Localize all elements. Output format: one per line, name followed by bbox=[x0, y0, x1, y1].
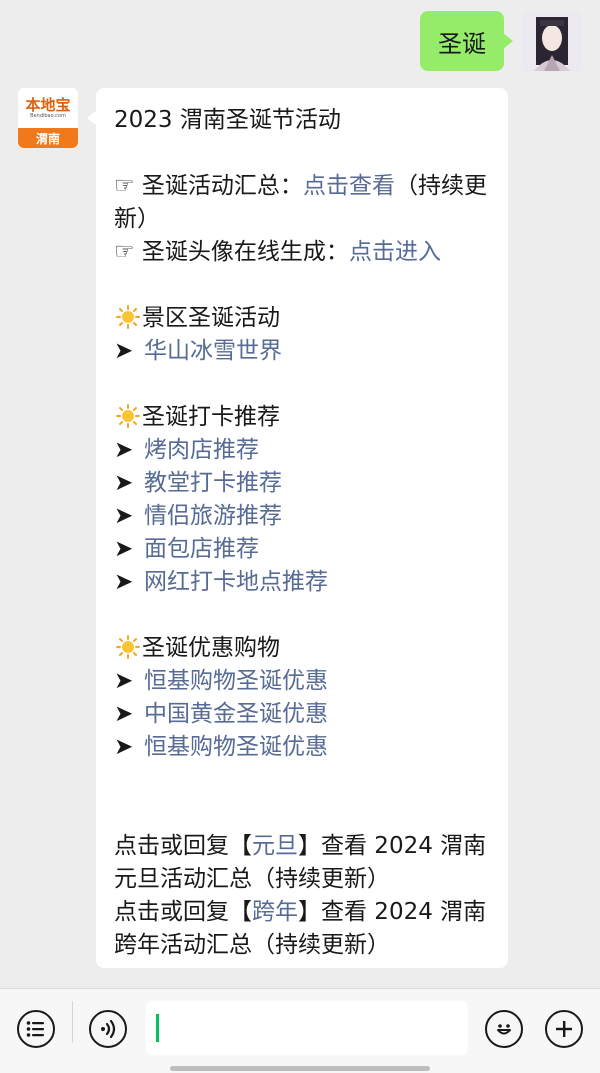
section-heading: 圣诞优惠购物 bbox=[114, 632, 488, 665]
list-item: ➤ 网红打卡地点推荐 bbox=[114, 566, 488, 599]
section-heading: 圣诞打卡推荐 bbox=[114, 401, 488, 434]
arrow-icon: ➤ bbox=[114, 338, 134, 364]
logo-domain: Bendibao.com bbox=[30, 112, 66, 119]
section3-list: ➤ 恒基购物圣诞优惠 ➤ 中国黄金圣诞优惠 ➤ 恒基购物圣诞优惠 bbox=[114, 665, 488, 764]
emoji-button[interactable] bbox=[485, 1010, 523, 1048]
bar-divider bbox=[72, 1001, 73, 1043]
list-item: ➤ 恒基购物圣诞优惠 bbox=[114, 665, 488, 698]
reply-newyear-line: 点击或回复【元旦】查看 2024 渭南元旦活动汇总（持续更新） bbox=[114, 830, 488, 896]
arrow-icon: ➤ bbox=[114, 470, 134, 496]
sun-icon bbox=[116, 635, 140, 659]
list-item: ➤ 华山冰雪世界 bbox=[114, 335, 488, 368]
message-title: 2023 渭南圣诞节活动 bbox=[114, 107, 341, 133]
section2-list: ➤ 烤肉店推荐 ➤ 教堂打卡推荐 ➤ 情侣旅游推荐 ➤ 面包店推荐 ➤ 网红打卡地点推荐 bbox=[114, 434, 488, 599]
bendibao-avatar[interactable]: 本地宝 Bendibao.com 渭南 bbox=[18, 88, 78, 148]
arrow-icon: ➤ bbox=[114, 734, 134, 760]
list-menu-icon bbox=[26, 1021, 44, 1037]
article-link[interactable]: 教堂打卡推荐 bbox=[144, 470, 282, 496]
summary-link[interactable]: 点击查看 bbox=[302, 173, 395, 199]
voice-button[interactable] bbox=[89, 1010, 127, 1048]
article-link[interactable]: 恒基购物圣诞优惠 bbox=[144, 734, 328, 760]
list-item: ➤ 情侣旅游推荐 bbox=[114, 500, 488, 533]
reply-suffix: 】查看 2024 渭南跨年活动汇总（持续更新） bbox=[114, 899, 487, 958]
section-heading: 景区圣诞活动 bbox=[114, 302, 488, 335]
outgoing-message-row: 圣诞 bbox=[420, 11, 582, 71]
list-item: ➤ 中国黄金圣诞优惠 bbox=[114, 698, 488, 731]
bendibao-logo: 本地宝 Bendibao.com bbox=[18, 88, 78, 128]
user-avatar-image bbox=[522, 11, 582, 71]
plus-icon bbox=[556, 1021, 572, 1037]
home-indicator bbox=[170, 1066, 430, 1071]
article-link[interactable]: 华山冰雪世界 bbox=[144, 338, 282, 364]
text-cursor bbox=[156, 1014, 159, 1042]
incoming-message-row: 本地宝 Bendibao.com 渭南 2023 渭南圣诞节活动 ☞ 圣诞活动汇… bbox=[18, 88, 508, 968]
arrow-icon: ➤ bbox=[114, 569, 134, 595]
arrow-icon: ➤ bbox=[114, 503, 134, 529]
section-title: 圣诞打卡推荐 bbox=[142, 404, 280, 430]
outgoing-text: 圣诞 bbox=[438, 29, 486, 58]
article-link[interactable]: 恒基购物圣诞优惠 bbox=[144, 668, 328, 694]
outgoing-bubble[interactable]: 圣诞 bbox=[420, 11, 513, 71]
reply-countdown-line: 点击或回复【跨年】查看 2024 渭南跨年活动汇总（持续更新） bbox=[114, 896, 488, 962]
sun-icon bbox=[116, 404, 140, 428]
list-item: ➤ 烤肉店推荐 bbox=[114, 434, 488, 467]
article-link[interactable]: 网红打卡地点推荐 bbox=[144, 569, 328, 595]
user-avatar[interactable] bbox=[522, 11, 582, 71]
article-link[interactable]: 情侣旅游推荐 bbox=[144, 503, 282, 529]
logo-text: 本地宝 bbox=[25, 95, 71, 114]
message-input[interactable] bbox=[146, 1001, 468, 1055]
article-link[interactable]: 烤肉店推荐 bbox=[144, 437, 259, 463]
arrow-icon: ➤ bbox=[114, 701, 134, 727]
countdown-link[interactable]: 跨年 bbox=[252, 899, 298, 925]
avatar-gen-label: ☞ 圣诞头像在线生成： bbox=[114, 239, 349, 265]
avatar-gen-link[interactable]: 点击进入 bbox=[348, 239, 441, 265]
arrow-icon: ➤ bbox=[114, 437, 134, 463]
section-title: 景区圣诞活动 bbox=[142, 305, 280, 331]
reply-prefix: 点击或回复【 bbox=[114, 899, 252, 925]
section-title: 圣诞优惠购物 bbox=[142, 635, 280, 661]
more-button[interactable] bbox=[545, 1010, 583, 1048]
emoji-icon bbox=[497, 1024, 511, 1035]
newyear-link[interactable]: 元旦 bbox=[252, 833, 298, 859]
list-item: ➤ 恒基购物圣诞优惠 bbox=[114, 731, 488, 764]
incoming-bubble: 2023 渭南圣诞节活动 ☞ 圣诞活动汇总：点击查看（持续更新） ☞ 圣诞头像在… bbox=[87, 88, 508, 968]
avatar-gen-line: ☞ 圣诞头像在线生成：点击进入 bbox=[114, 236, 488, 269]
reply-suffix: 】查看 2024 渭南元旦活动汇总（持续更新） bbox=[114, 833, 487, 892]
arrow-icon: ➤ bbox=[114, 668, 134, 694]
list-item: ➤ 教堂打卡推荐 bbox=[114, 467, 488, 500]
section1-list: ➤ 华山冰雪世界 bbox=[114, 335, 488, 368]
voice-icon bbox=[101, 1019, 116, 1039]
summary-line: ☞ 圣诞活动汇总：点击查看（持续更新） bbox=[114, 170, 488, 236]
logo-city: 渭南 bbox=[18, 128, 78, 148]
menu-button[interactable] bbox=[17, 1010, 55, 1048]
article-link[interactable]: 中国黄金圣诞优惠 bbox=[144, 701, 328, 727]
sun-icon bbox=[116, 305, 140, 329]
arrow-icon: ➤ bbox=[114, 536, 134, 562]
reply-prefix: 点击或回复【 bbox=[114, 833, 252, 859]
article-link[interactable]: 面包店推荐 bbox=[144, 536, 259, 562]
summary-label: ☞ 圣诞活动汇总： bbox=[114, 173, 303, 199]
chat-input-bar bbox=[0, 988, 600, 1073]
list-item: ➤ 面包店推荐 bbox=[114, 533, 488, 566]
summary-suffix: （持续更新） bbox=[114, 173, 487, 232]
